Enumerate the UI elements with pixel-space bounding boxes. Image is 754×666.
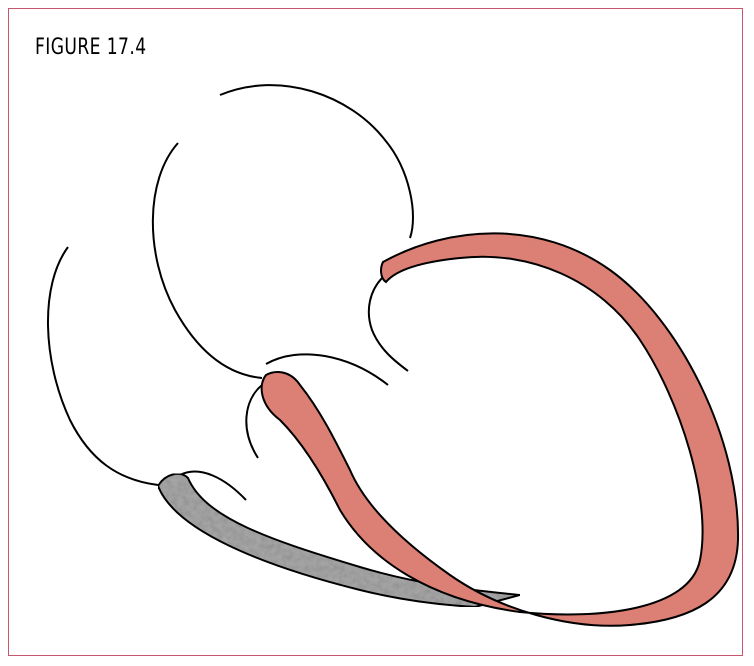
middle-chamber-contour — [153, 143, 262, 378]
left-outer-contour — [48, 247, 158, 485]
top-chamber-contour — [220, 85, 413, 238]
top-septum-line — [369, 277, 408, 371]
middle-septum-line-b — [246, 385, 262, 458]
